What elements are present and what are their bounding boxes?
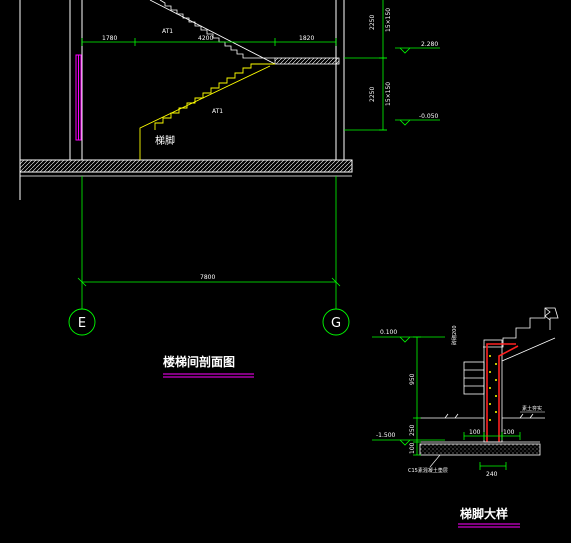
axis-label-e: E (78, 316, 86, 331)
ground-slab (19, 159, 353, 177)
detail-brick-wall (463, 361, 485, 395)
stair-landing (274, 57, 340, 65)
detail-note-bottom: C15素混凝土垫层 (408, 467, 448, 474)
right-vertical-dims (344, 0, 387, 131)
level-2-280: 2.280 (421, 41, 438, 48)
stair-foot-detail: 0.100 -1.500 950 250 100 100 (372, 307, 559, 528)
lower-flight (139, 63, 275, 160)
detail-level-0-100: 0.100 (380, 329, 397, 336)
vdim-upper-height: 2250 (369, 15, 376, 30)
detail-note-side: 素土夯实 (522, 405, 542, 412)
detail-concrete-pad (419, 443, 541, 456)
detail-title: 梯脚大样 (460, 506, 508, 521)
stair-foot-label: 梯脚 (155, 134, 175, 147)
flight-label-upper: AT1 (162, 28, 173, 35)
detail-note-bottom-leader (429, 454, 441, 468)
dim-1820: 1820 (299, 35, 314, 42)
detail-level-minus-1-500: -1.500 (376, 432, 396, 439)
detail-hdim-100-left: 100 (469, 429, 481, 436)
column-marker (75, 54, 82, 141)
detail-vdim-100: 100 (409, 442, 416, 454)
axis-bubble-g: G (322, 308, 350, 336)
level-0-050: -0.050 (419, 113, 439, 120)
detail-vertical-dims (413, 336, 421, 456)
vdim-upper-steps: 15×150 (385, 8, 392, 32)
detail-ground (420, 413, 545, 443)
detail-note-top: 砖砌200 (451, 325, 458, 345)
detail-hdim-240: 240 (486, 471, 498, 478)
detail-vdim-250: 250 (409, 424, 416, 436)
vdim-lower-height: 2250 (369, 87, 376, 102)
detail-title-underline (458, 523, 520, 528)
flight-label-lower: AT1 (212, 108, 223, 115)
detail-level-marker-bottom (372, 439, 445, 446)
axis-label-g: G (331, 316, 341, 331)
detail-level-marker-top (372, 336, 445, 343)
level-marker-lower (395, 119, 440, 126)
dim-4200: 4200 (198, 35, 213, 42)
section-title-underline (163, 373, 254, 378)
vdim-lower-steps: 15×150 (385, 82, 392, 106)
top-dimension-line (81, 38, 337, 46)
detail-hdim-100-right: 100 (503, 429, 515, 436)
dim-7800: 7800 (200, 274, 215, 281)
level-marker-upper (395, 47, 440, 54)
detail-horizontal-dims (463, 432, 521, 470)
upper-flight (149, 0, 276, 65)
axis-bubble-e: E (68, 308, 96, 336)
section-title: 楼梯间剖面图 (163, 354, 235, 369)
detail-vdim-950: 950 (409, 373, 416, 385)
stair-section-drawing: AT1 AT1 梯脚 1780 4200 1820 2250 15×150 22… (19, 0, 440, 378)
dim-1780: 1780 (102, 35, 117, 42)
grid-axis-lines (77, 176, 341, 309)
detail-steps (483, 307, 559, 362)
detail-concrete-foot (483, 339, 519, 443)
